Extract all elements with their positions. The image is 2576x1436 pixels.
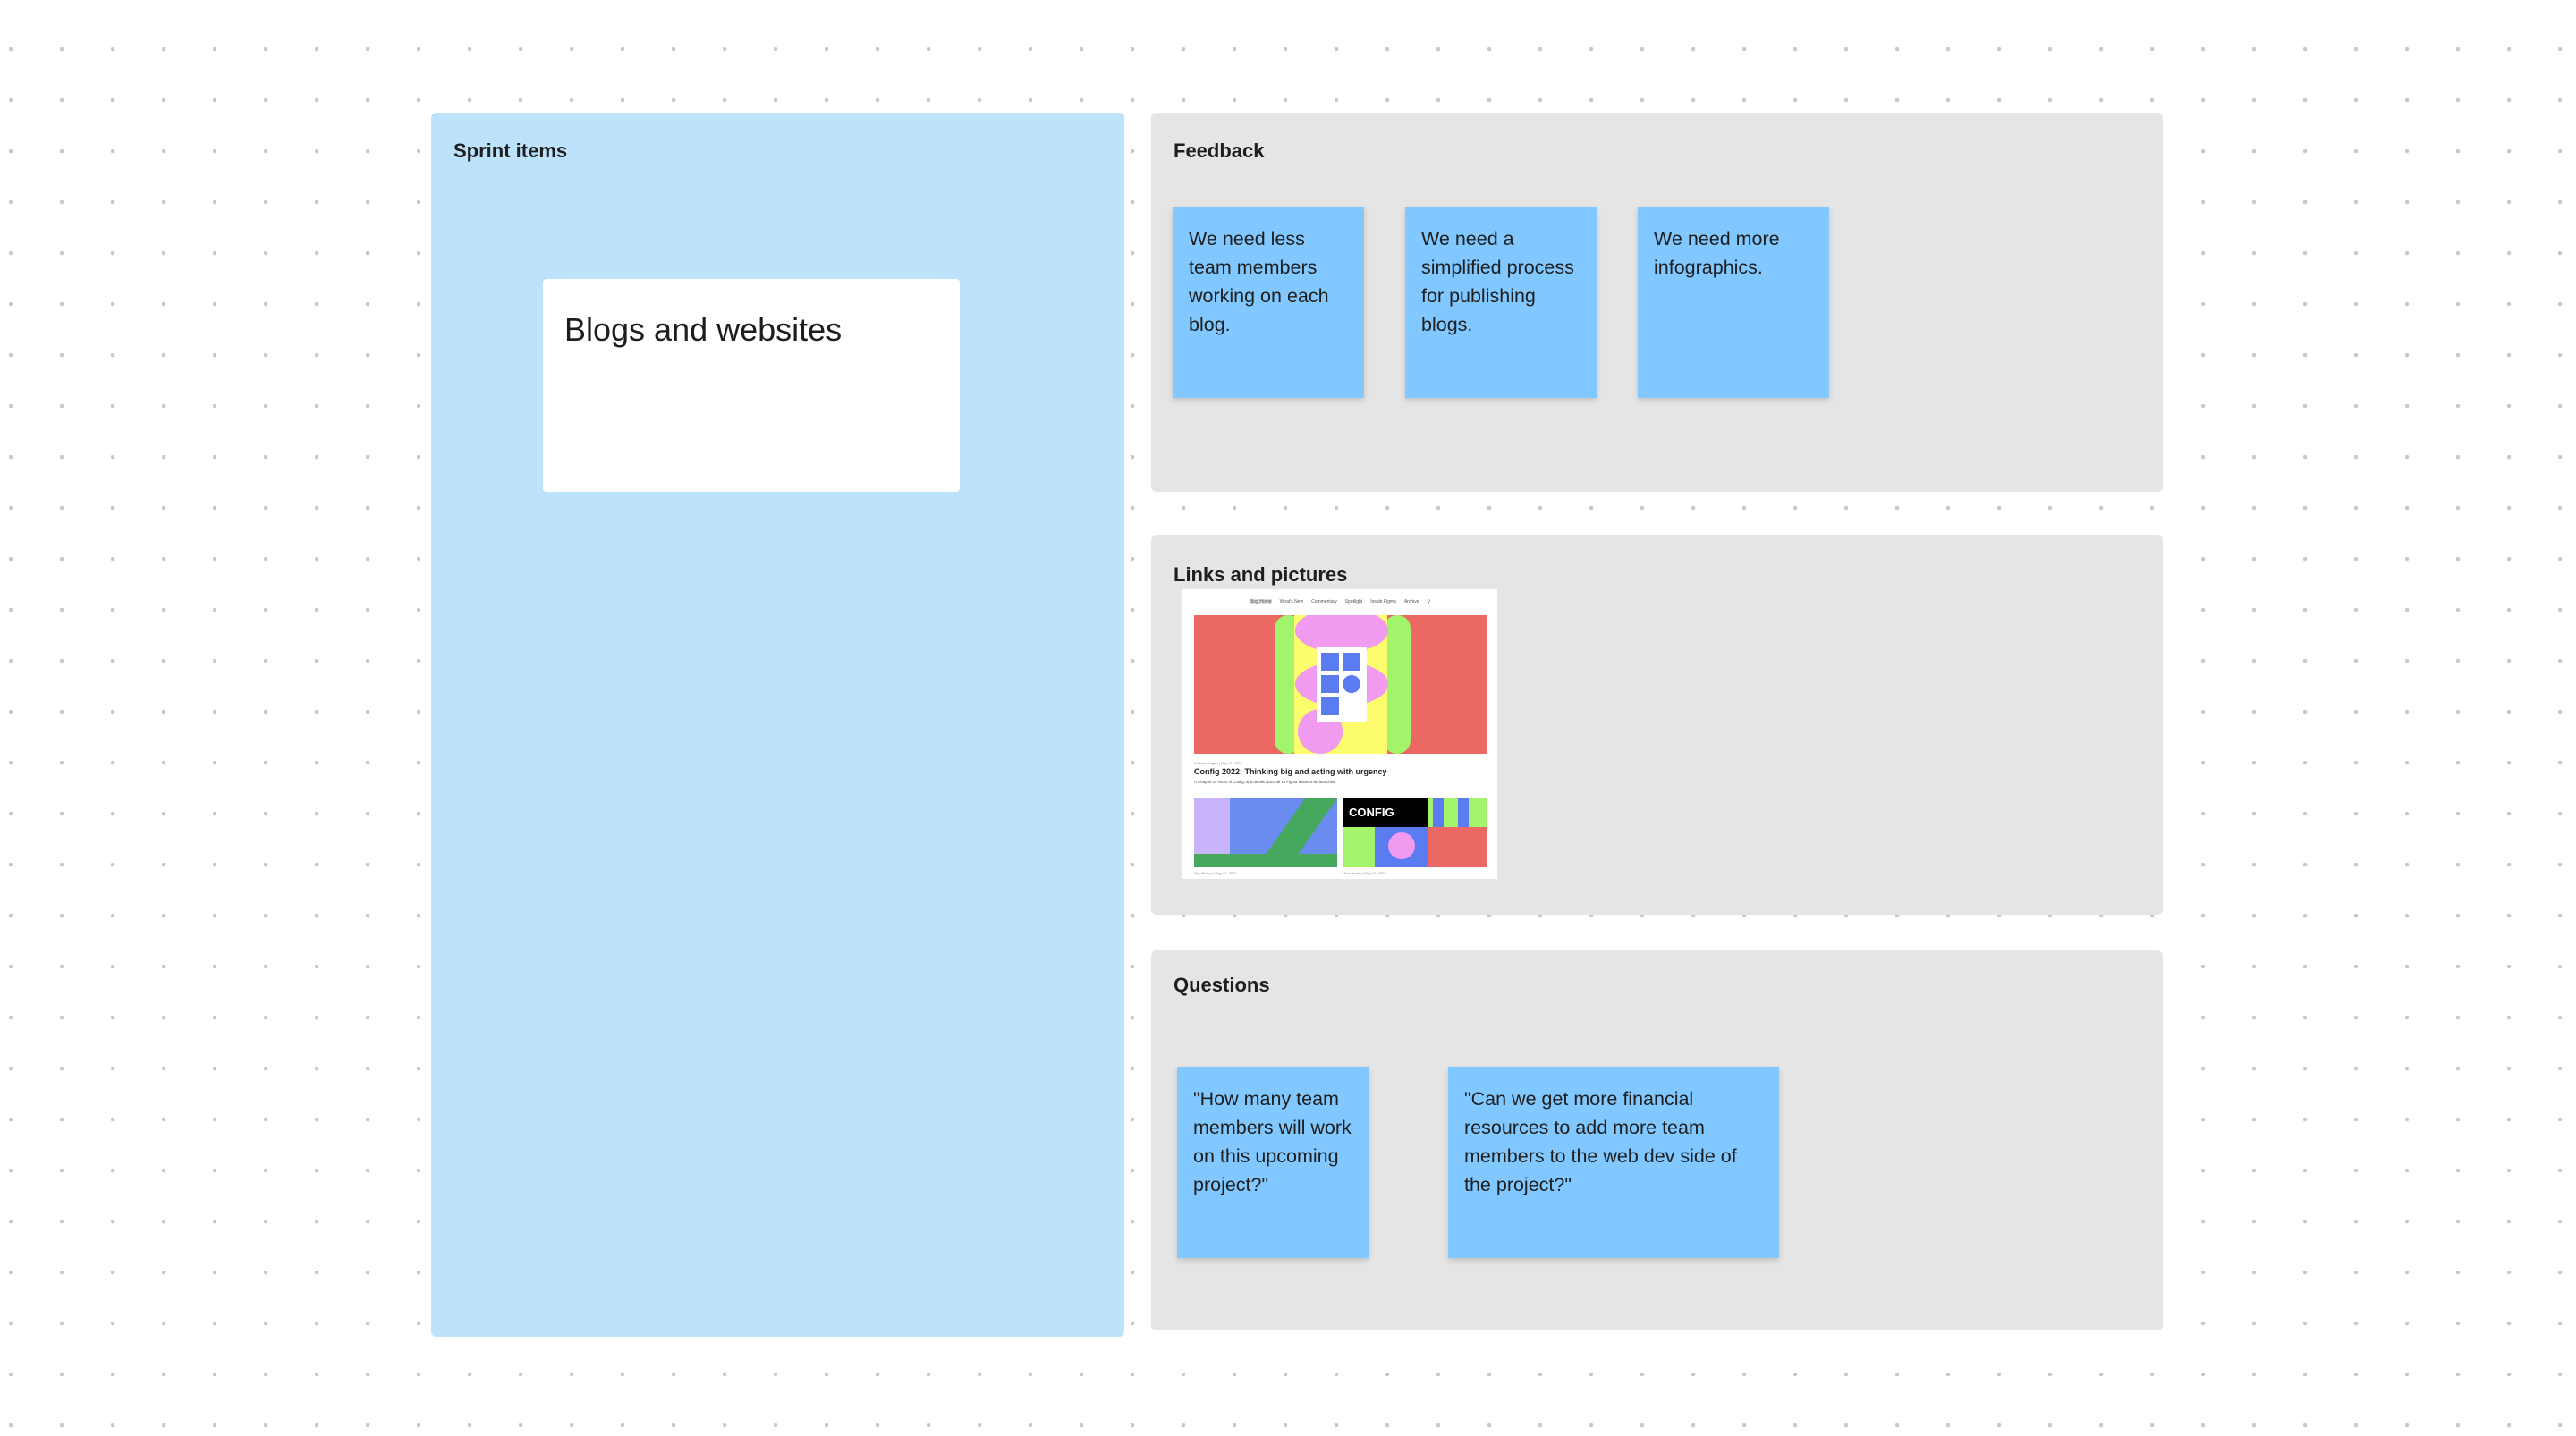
links-section[interactable]: Links and pictures Blog Home What's New … xyxy=(1151,535,2163,915)
blogs-card[interactable]: Blogs and websites xyxy=(543,279,960,492)
config-logo: CONFIG xyxy=(1343,798,1428,827)
sticky-note[interactable]: "How many team members will work on this… xyxy=(1177,1067,1368,1258)
sticky-note[interactable]: We need less team members working on eac… xyxy=(1173,207,1364,398)
questions-section[interactable]: Questions "How many team members will wo… xyxy=(1151,950,2163,1330)
section-title: Links and pictures xyxy=(1174,563,1348,586)
thumbnail-2: CONFIG xyxy=(1343,798,1487,867)
feedback-section[interactable]: Feedback We need less team members worki… xyxy=(1151,113,2163,492)
nav-item: Inside Figma xyxy=(1370,599,1396,604)
preview-nav: Blog Home What's New Commentary Spotligh… xyxy=(1182,599,1497,604)
blog-link-preview[interactable]: Blog Home What's New Commentary Spotligh… xyxy=(1182,589,1497,879)
thumbnail-1 xyxy=(1194,798,1337,867)
search-icon: ⚲ xyxy=(1427,599,1431,604)
sprint-items-section[interactable]: Sprint items Blogs and websites xyxy=(431,113,1124,1337)
nav-item: Blog Home xyxy=(1249,599,1272,604)
nav-item: Archive xyxy=(1403,599,1419,604)
nav-item: Spotlight xyxy=(1344,599,1363,604)
section-title: Feedback xyxy=(1174,139,1265,162)
post-meta: Andrew Hogan | May 11, 2022 xyxy=(1194,761,1242,765)
section-title: Sprint items xyxy=(453,139,568,162)
thumb-meta: Tom Brown | May 12, 2022 xyxy=(1194,871,1237,875)
card-text: Blogs and websites xyxy=(564,311,843,348)
hero-image xyxy=(1194,615,1487,754)
post-headline: Config 2022: Thinking big and acting wit… xyxy=(1194,767,1387,776)
nav-item: Commentary xyxy=(1311,599,1337,604)
sticky-note[interactable]: "Can we get more financial resources to … xyxy=(1448,1067,1779,1258)
sticky-note[interactable]: We need more infographics. xyxy=(1638,207,1829,398)
thumb-meta: Tom Brown | May 10, 2022 xyxy=(1343,871,1386,875)
section-title: Questions xyxy=(1174,974,1270,996)
sticky-note[interactable]: We need a simplified process for publish… xyxy=(1405,207,1597,398)
post-subtitle: A recap of 24 hours of Config, and detai… xyxy=(1194,780,1336,784)
nav-item: What's New xyxy=(1279,599,1304,604)
